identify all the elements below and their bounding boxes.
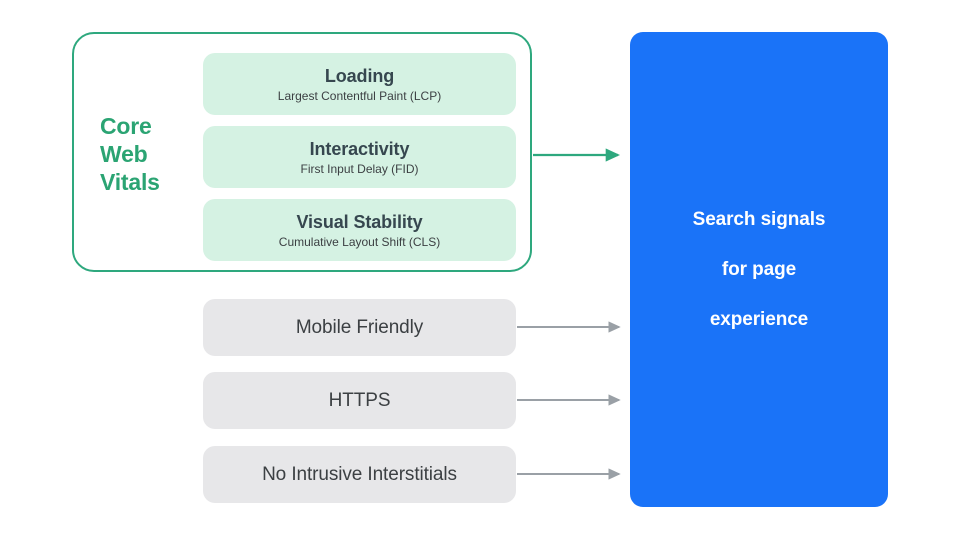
search-signals-line-1: Search signals xyxy=(692,209,826,230)
metric-title: Loading xyxy=(324,65,395,86)
metric-box-visual-stability[interactable]: Visual Stability Cumulative Layout Shift… xyxy=(203,199,516,261)
core-web-vitals-group-label: Core Web Vitals xyxy=(100,112,192,196)
signal-title: No Intrusive Interstitials xyxy=(262,463,457,485)
metric-subtitle: Largest Contentful Paint (LCP) xyxy=(277,88,442,103)
metric-title: Visual Stability xyxy=(296,211,423,232)
search-signals-panel[interactable]: Search signals for page experience xyxy=(630,32,888,507)
signal-title: Mobile Friendly xyxy=(295,316,424,338)
core-web-vitals-label-line-3: Vitals xyxy=(100,169,160,195)
signal-title: HTTPS xyxy=(328,389,391,411)
metric-subtitle: Cumulative Layout Shift (CLS) xyxy=(278,234,441,249)
metric-box-interactivity[interactable]: Interactivity First Input Delay (FID) xyxy=(203,126,516,188)
search-signals-line-3: experience xyxy=(709,309,809,330)
signal-box-https[interactable]: HTTPS xyxy=(203,372,516,429)
core-web-vitals-frame xyxy=(72,32,532,272)
metric-box-loading[interactable]: Loading Largest Contentful Paint (LCP) xyxy=(203,53,516,115)
signal-box-mobile-friendly[interactable]: Mobile Friendly xyxy=(203,299,516,356)
core-web-vitals-label-line-1: Core xyxy=(100,113,152,139)
search-signals-line-2: for page xyxy=(721,259,797,280)
search-signals-label: Search signals for page experience xyxy=(693,182,826,357)
metric-subtitle: First Input Delay (FID) xyxy=(300,161,419,176)
metric-title: Interactivity xyxy=(309,138,410,159)
core-web-vitals-label-line-2: Web xyxy=(100,141,148,167)
signal-box-no-intrusive-interstitials[interactable]: No Intrusive Interstitials xyxy=(203,446,516,503)
